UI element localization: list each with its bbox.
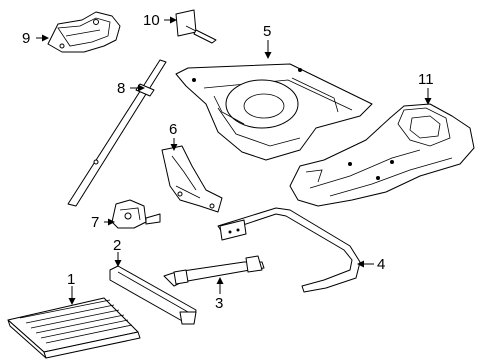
callout-8: 8	[117, 80, 125, 97]
callout-3: 3	[215, 295, 223, 312]
part-9-bracket	[47, 11, 121, 53]
callout-6: 6	[169, 121, 177, 138]
callout-2: 2	[113, 237, 121, 254]
part-11-rear-panel	[289, 103, 475, 207]
part-6-side-bracket	[161, 145, 223, 213]
callout-5: 5	[263, 23, 271, 40]
callout-4: 4	[377, 256, 385, 273]
callout-1: 1	[67, 271, 75, 288]
callout-labels: 1 2 3 4 5 6 7 8 9 10 11	[22, 12, 434, 312]
callout-leaders	[36, 16, 432, 305]
part-5-floor-pan	[175, 63, 373, 161]
callout-9: 9	[22, 30, 30, 47]
callout-10: 10	[143, 12, 160, 29]
floor-board-ribs	[19, 299, 133, 344]
part-4-frame-hoop	[217, 207, 361, 293]
part-10-plate	[175, 9, 217, 44]
callout-11: 11	[418, 71, 434, 88]
callout-7: 7	[91, 214, 99, 231]
part-3-crossbar	[163, 255, 265, 287]
part-1-floor-board	[7, 297, 141, 359]
part-7-mount	[111, 199, 161, 229]
